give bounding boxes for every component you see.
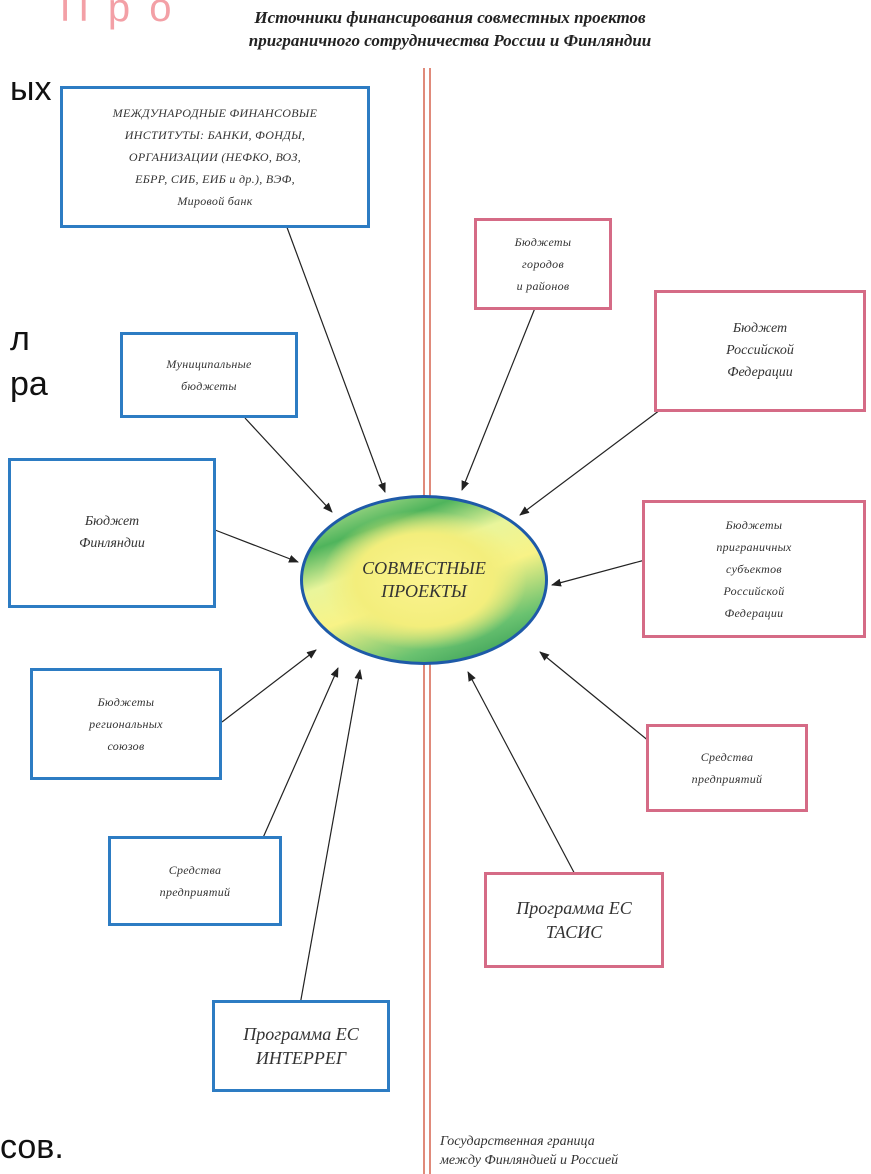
slide-text-fragment: л: [10, 320, 30, 358]
joint-projects-label: СОВМЕСТНЫЕ ПРОЕКТЫ: [362, 558, 486, 601]
source-box-label: Бюджеты городов и районов: [514, 235, 572, 293]
source-box-cities: Бюджеты городов и районов: [474, 218, 612, 310]
source-box-label: МЕЖДУНАРОДНЫЕ ФИНАНСОВЫЕ ИНСТИТУТЫ: БАНК…: [112, 106, 318, 208]
source-box-ru-enterprise: Средства предприятий: [646, 724, 808, 812]
source-box-label: Средства предприятий: [691, 750, 763, 786]
source-box-label: Бюджет Финляндии: [79, 514, 145, 551]
source-box-municipal: Муниципальные бюджеты: [120, 332, 298, 418]
arrow-interreg: [299, 669, 363, 1006]
source-box-label: Муниципальные бюджеты: [166, 357, 252, 393]
source-box-label: Бюджет Российской Федерации: [726, 321, 794, 380]
arrow-cities: [461, 307, 536, 491]
arrow-fin-budget: [214, 529, 299, 563]
arrow-municipal: [244, 417, 333, 513]
source-box-label: Программа ЕС ТАСИС: [516, 898, 632, 942]
state-border-caption: Государственная граница между Финляндией…: [440, 1134, 619, 1168]
source-box-label: Средства предприятий: [159, 863, 231, 899]
source-box-label: Бюджеты региональных союзов: [89, 695, 163, 753]
arrow-regional: [221, 649, 317, 723]
arrow-border-subjects: [551, 559, 646, 587]
source-box-tacis: Программа ЕС ТАСИС: [484, 872, 664, 968]
slide-title-fragment: П р о: [60, 0, 176, 30]
source-box-label: Программа ЕС ИНТЕРРЕГ: [243, 1024, 359, 1068]
source-box-fin-budget: Бюджет Финляндии: [8, 458, 216, 608]
arrow-intl: [284, 221, 386, 493]
diagram-title: Источники финансирования совместных прое…: [140, 6, 760, 52]
arrow-rf-budget: [519, 409, 661, 516]
arrow-tacis: [467, 671, 579, 881]
source-box-label: Бюджеты приграничных субъектов Российско…: [716, 518, 792, 620]
arrow-fin-enterprise: [261, 667, 339, 841]
arrow-ru-enterprise: [539, 651, 651, 743]
diagram-title-text: Источники финансирования совместных прое…: [248, 8, 652, 50]
source-box-fin-enterprise: Средства предприятий: [108, 836, 282, 926]
slide-text-fragment: сов.: [0, 1128, 64, 1166]
slide-text-fragment: ра: [10, 365, 48, 403]
source-box-intl: МЕЖДУНАРОДНЫЕ ФИНАНСОВЫЕ ИНСТИТУТЫ: БАНК…: [60, 86, 370, 228]
slide-text-fragment: ых: [10, 70, 52, 108]
source-box-interreg: Программа ЕС ИНТЕРРЕГ: [212, 1000, 390, 1092]
source-box-regional: Бюджеты региональных союзов: [30, 668, 222, 780]
source-box-border-subjects: Бюджеты приграничных субъектов Российско…: [642, 500, 866, 638]
joint-projects-node: СОВМЕСТНЫЕ ПРОЕКТЫ: [300, 495, 548, 665]
source-box-rf-budget: Бюджет Российской Федерации: [654, 290, 866, 412]
